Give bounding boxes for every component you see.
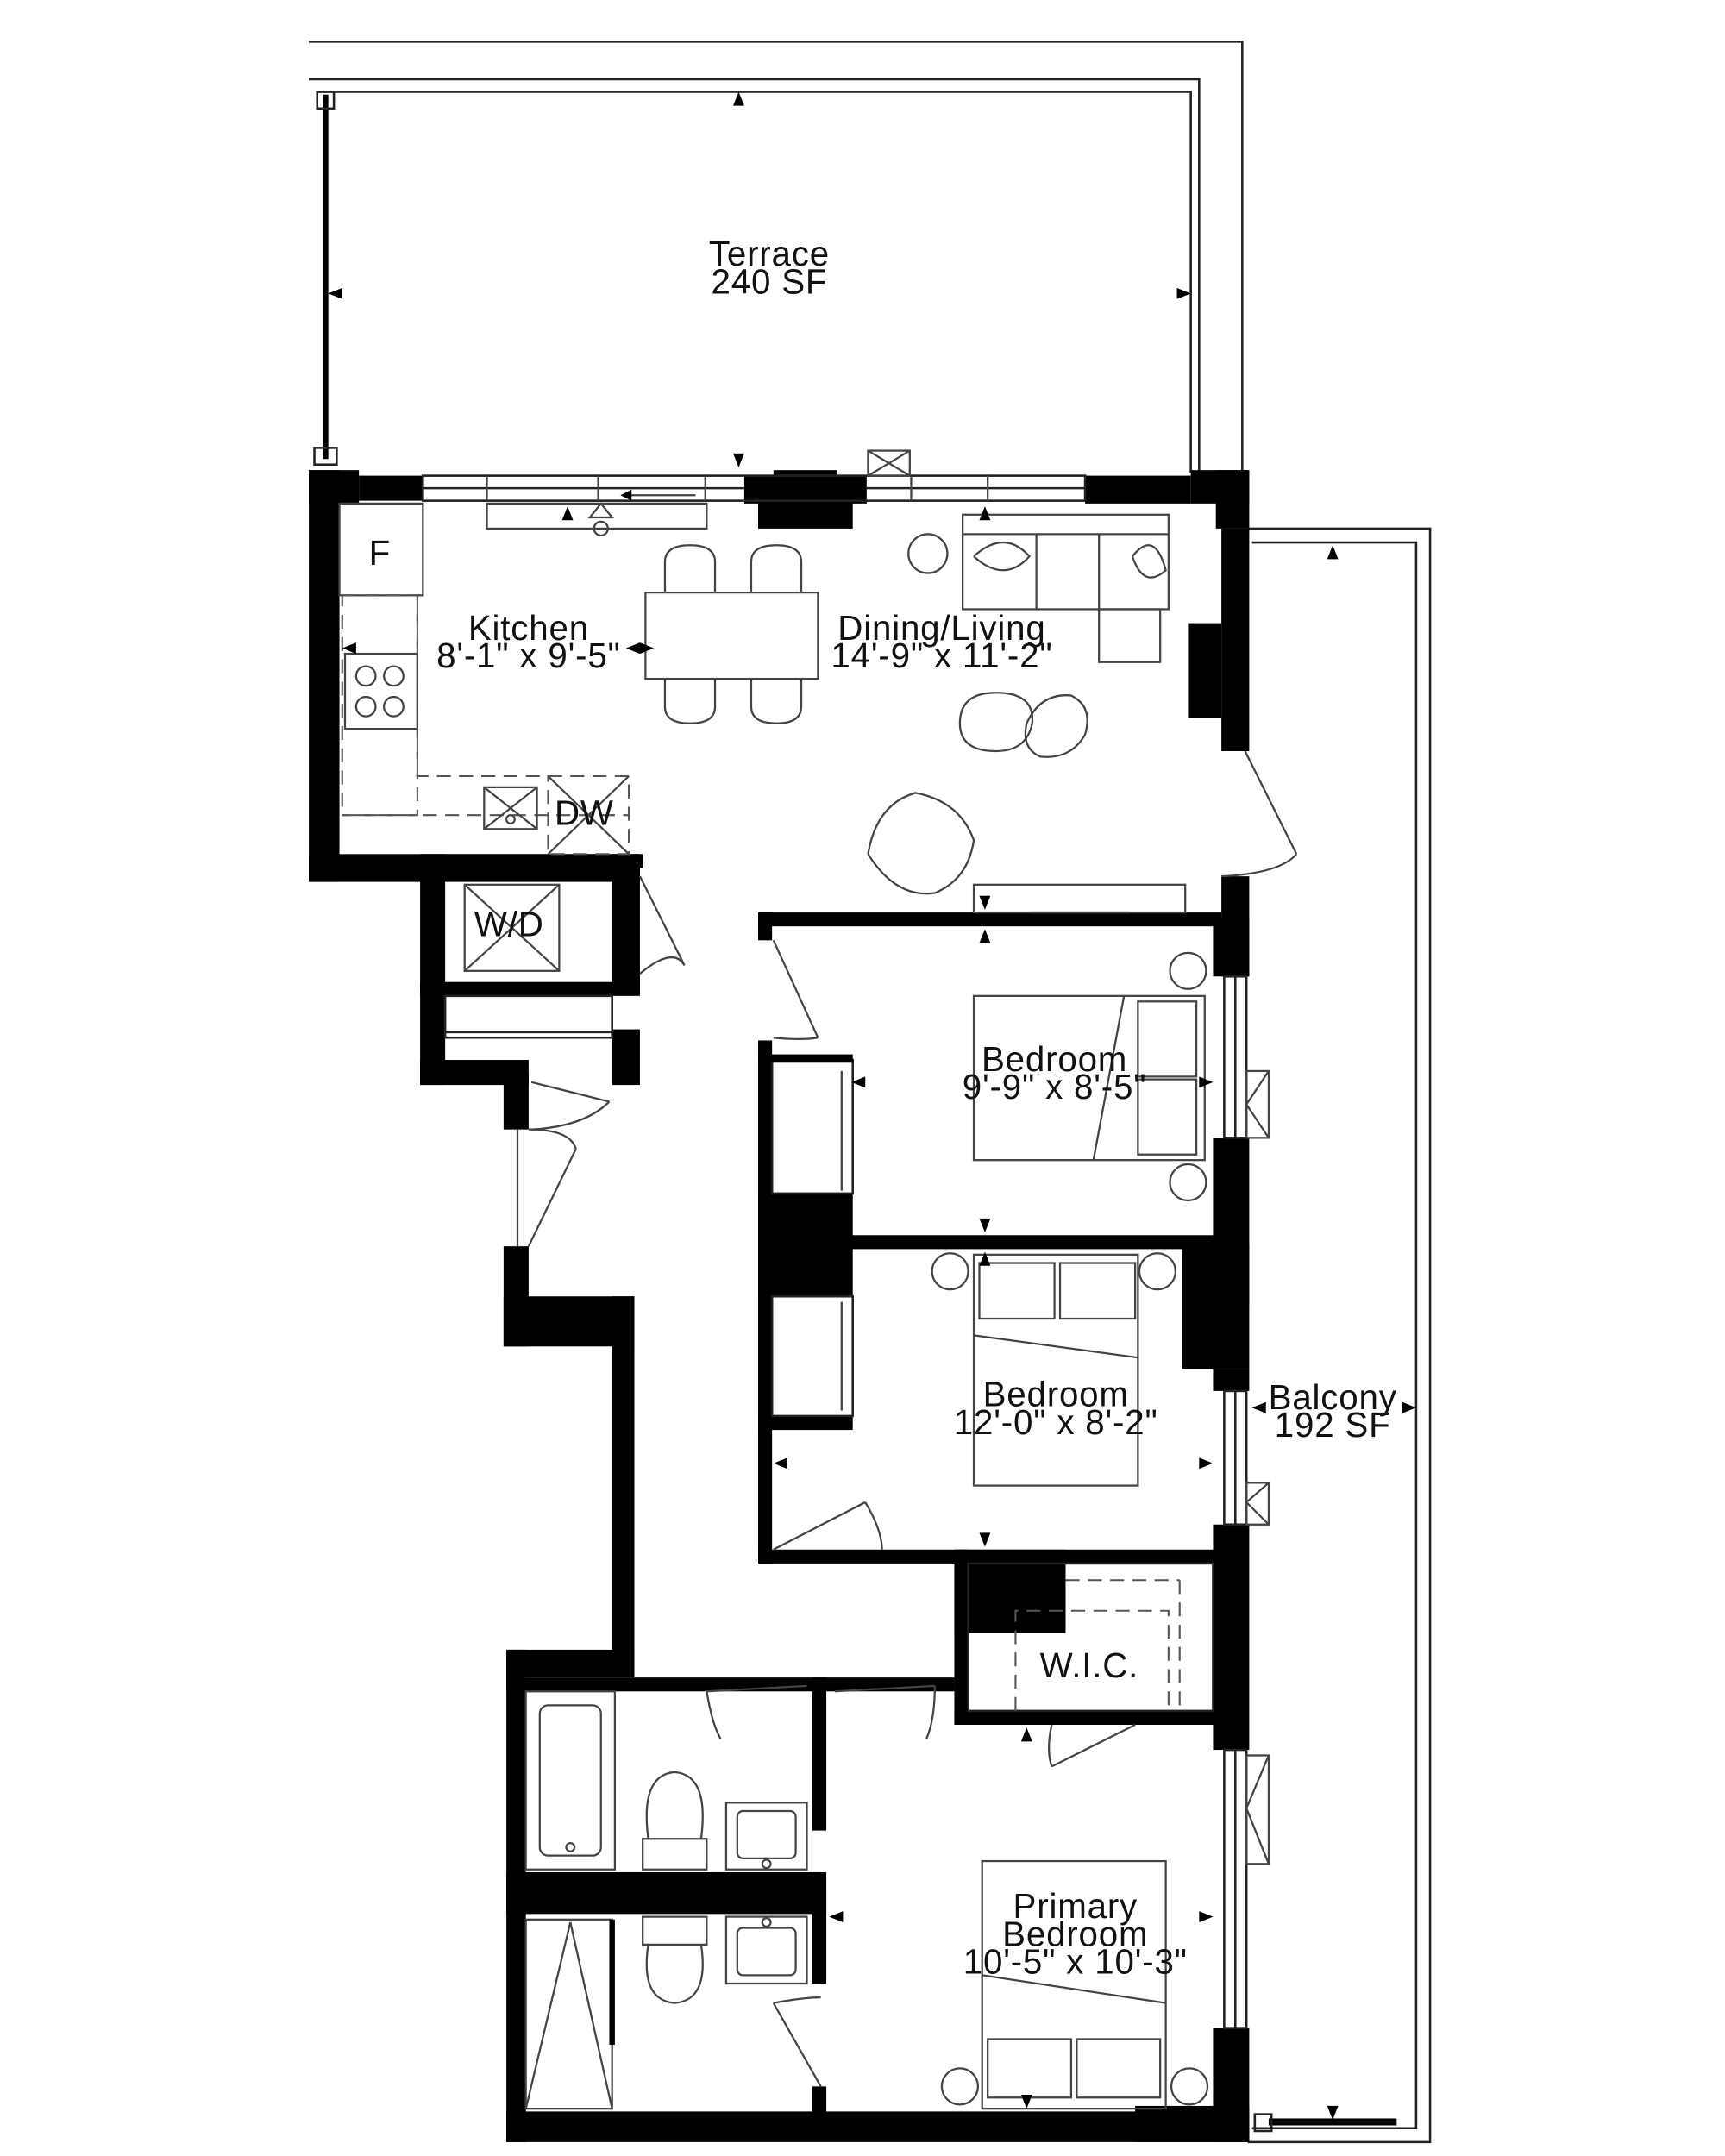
kitchen-fixtures	[338, 449, 911, 856]
primary-bedroom-size: 10'-5" x 10'-3"	[963, 1942, 1188, 1982]
dining-chair-icon	[750, 544, 803, 593]
shower-icon	[524, 1918, 613, 2110]
terrace-size: 240 SF	[712, 261, 828, 301]
bathroom-fixtures	[524, 1690, 808, 2110]
nightstand-icon	[1169, 951, 1208, 990]
bed-icon	[972, 994, 1206, 1162]
fridge-icon	[338, 502, 424, 597]
bed-icon	[981, 1859, 1167, 2110]
balcony-size: 192 SF	[1275, 1405, 1391, 1445]
washer-dryer-label: W/D	[474, 904, 544, 943]
balcony-area	[1247, 527, 1432, 2144]
cooktop-icon	[343, 652, 418, 730]
media-console-icon	[972, 883, 1187, 914]
terrace-area	[309, 41, 1244, 473]
primary-bedroom-name-1: Primary	[1013, 1886, 1138, 1926]
dining-chair-icon	[663, 544, 717, 593]
sink-icon	[724, 1915, 808, 1985]
bathtub-icon	[524, 1690, 617, 1871]
toilet-icon	[642, 1771, 708, 1871]
dining-living-furniture	[644, 513, 1187, 914]
nightstand-icon	[931, 1252, 969, 1291]
armchair-icon	[867, 792, 975, 895]
interior-walls	[506, 912, 1222, 2123]
bedroom-1-name: Bedroom	[982, 1039, 1127, 1079]
washer-dryer-icon	[463, 883, 561, 972]
dining-chair-icon	[663, 679, 717, 724]
dishwasher-label: DW	[555, 793, 614, 832]
nightstand-icon	[1170, 2067, 1209, 2106]
bedroom-2-size: 12'-0" x 8'-2"	[954, 1402, 1158, 1442]
dimension-arrows	[328, 91, 1416, 2121]
terrace-name: Terrace	[709, 234, 830, 273]
fridge-label: F	[369, 533, 391, 573]
bed-icon	[972, 1253, 1139, 1487]
dining-chair-icon	[750, 679, 803, 724]
kitchen-size: 8'-1" x 9'-5"	[436, 636, 621, 675]
wic-name: W.I.C.	[1040, 1645, 1139, 1685]
bedroom-2-furniture	[931, 1252, 1177, 1487]
kitchen-name: Kitchen	[468, 608, 589, 648]
coffee-table-icon	[958, 692, 1034, 753]
sink-icon	[483, 786, 538, 830]
wic-shelving	[1014, 1579, 1181, 1711]
nightstand-icon	[940, 2067, 979, 2106]
bedroom-2-name: Bedroom	[983, 1375, 1129, 1414]
balcony-name: Balcony	[1269, 1377, 1397, 1417]
bedroom-1-size: 9'-9" x 8'-5"	[963, 1067, 1147, 1106]
toilet-icon	[642, 1915, 708, 2004]
doors	[516, 750, 1298, 2087]
side-table-icon	[907, 533, 949, 574]
sink-icon	[724, 1802, 808, 1871]
dining-living-size: 14'-9" x 11'-2"	[831, 636, 1052, 675]
nightstand-icon	[1138, 1252, 1177, 1291]
bedroom-1-furniture	[972, 951, 1208, 1202]
room-labels: Terrace 240 SF Kitchen 8'-1" x 9'-5" Din…	[369, 234, 1397, 1982]
sofa-icon	[962, 513, 1170, 611]
dishwasher-icon	[547, 774, 630, 856]
dining-table-icon	[644, 591, 819, 680]
primary-bedroom-name-2: Bedroom	[1002, 1914, 1148, 1953]
dining-living-name: Dining/Living	[837, 608, 1045, 648]
nightstand-icon	[1169, 1163, 1208, 1202]
